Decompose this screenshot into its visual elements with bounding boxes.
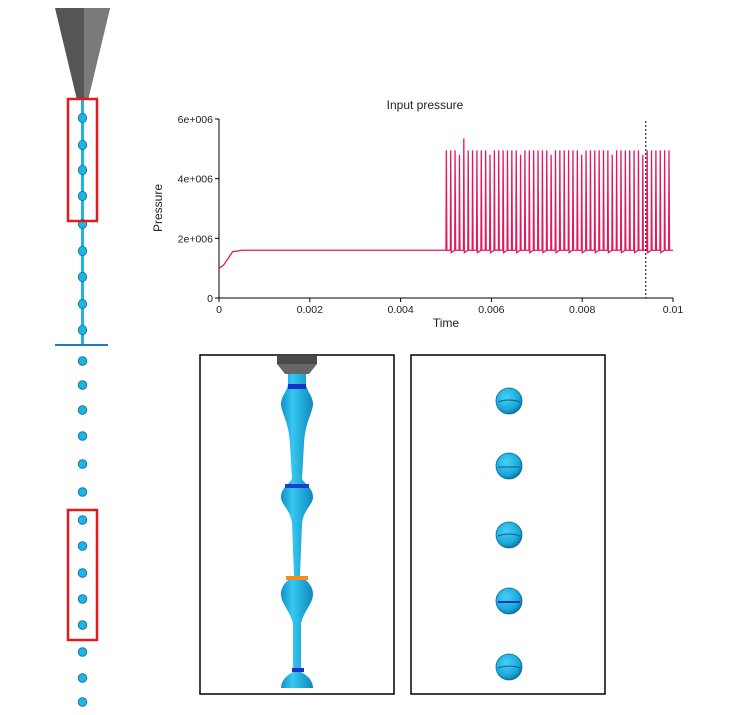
x-tick-label: 0.006 [478, 304, 504, 316]
droplet-sphere-icon [77, 568, 88, 578]
droplet-band [497, 399, 521, 403]
neck-band-mid [285, 484, 309, 488]
droplet-sphere-icon [77, 697, 88, 707]
droplet-sphere-icon [77, 647, 88, 657]
x-tick-label: 0 [216, 304, 222, 316]
droplet-sphere-icon [77, 113, 88, 124]
droplet-sphere-icon [77, 380, 88, 390]
droplet-sphere-icon [495, 452, 523, 480]
pressure-chart: Input pressure Pressure Time 0 0.002 0.004… [151, 98, 684, 330]
neck-band-orange [286, 576, 308, 580]
jet-overview-panel [55, 8, 110, 707]
x-tick-label: 0.01 [663, 304, 684, 316]
zoom-jet-panel [199, 354, 395, 695]
jet-stream [55, 100, 108, 707]
droplet-sphere-icon [77, 405, 88, 415]
droplet-sphere-icon [77, 459, 88, 469]
neck-band-low [292, 668, 304, 672]
droplet-sphere-icon [495, 653, 523, 681]
zoom-droplet-panel [410, 354, 606, 695]
droplet-sphere-icon [77, 515, 88, 525]
droplet-sphere-icon [495, 387, 523, 415]
droplet-sphere-icon [77, 164, 88, 175]
droplet-sphere-icon [77, 298, 88, 309]
droplet-sphere-icon [77, 245, 88, 256]
x-axis-label: Time [433, 316, 460, 330]
chart-title: Input pressure [387, 98, 464, 112]
droplet-sphere-icon [77, 541, 88, 551]
droplet-sphere-icon [77, 139, 88, 150]
droplet-sphere-icon [495, 521, 523, 549]
highlight-box-lower [66, 508, 99, 642]
droplet-sphere-icon [77, 271, 88, 282]
y-tick-label: 2e+006 [178, 233, 213, 245]
x-tick-label: 0.008 [569, 304, 595, 316]
x-tick-label: 0.002 [297, 304, 323, 316]
droplet-sphere-icon [77, 431, 88, 441]
x-tick-label: 0.004 [387, 304, 413, 316]
jet-ligament [281, 374, 313, 688]
droplet-sphere-icon [77, 620, 88, 630]
droplet-column [495, 387, 523, 681]
droplet-sphere-icon [77, 673, 88, 683]
droplet-sphere-icon [77, 190, 88, 201]
chart-ticks: 0 0.002 0.004 0.006 0.008 0.01 0 2e+006 4e+006 6e… [178, 114, 684, 316]
droplet-band [497, 533, 521, 537]
droplet-sphere-icon [77, 356, 88, 366]
y-tick-label: 6e+006 [178, 114, 213, 126]
neck-band-top [288, 384, 306, 389]
y-tick-label: 4e+006 [178, 174, 213, 186]
droplet-band [497, 665, 521, 669]
droplet-sphere-icon [77, 324, 88, 335]
droplet-sphere-icon [77, 594, 88, 604]
pressure-series-line [218, 138, 673, 269]
highlight-box-upper [66, 97, 99, 223]
y-tick-label: 0 [207, 293, 213, 305]
y-axis-label: Pressure [151, 184, 165, 232]
droplet-sphere-icon [77, 487, 88, 497]
nozzle-cone-icon [55, 8, 110, 100]
nozzle-tip-icon [277, 356, 317, 374]
